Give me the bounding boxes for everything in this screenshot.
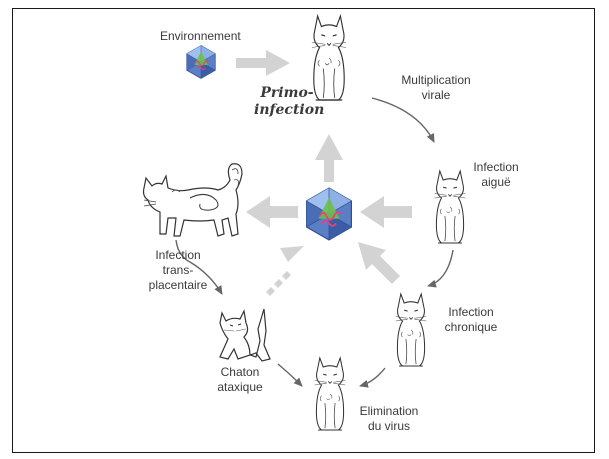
label-chronic-infection: Infection chronique <box>444 305 498 334</box>
arrow-icon-kitten-to-elim <box>277 363 303 387</box>
arrow-icon-mult-to-acute <box>371 97 435 143</box>
cat-icon-elimination <box>314 357 346 431</box>
virus-icon-environment <box>186 44 216 80</box>
arrow-icon-chronic-to-elim <box>359 367 386 388</box>
cat-icon-transplacental <box>142 163 243 237</box>
arrow-icon-trans-to-kitten <box>175 239 223 295</box>
arrow-icon-center-to-left <box>246 196 298 228</box>
arrow-icon-center-up <box>315 134 343 182</box>
label-acute-infection: Infection aiguë <box>473 160 519 189</box>
cat-icon-chronic <box>395 293 427 367</box>
label-virus-elimination: Elimination du virus <box>359 404 419 433</box>
label-multiplication: Multiplication virale <box>401 73 471 102</box>
diagram-frame <box>12 8 595 453</box>
arrow-icon-env-to-primo <box>236 50 290 76</box>
label-environment: Environnement <box>160 29 241 43</box>
cat-icon-acute <box>434 170 466 244</box>
cat-icon-kitten <box>219 308 271 362</box>
label-primo-infection: Primo- infection <box>254 85 325 118</box>
arrow-icon-chronic-to-center <box>358 242 400 284</box>
label-ataxic-kitten: Chaton ataxique <box>217 365 263 394</box>
thick-arrows <box>236 50 412 284</box>
arrow-icon-center-to-kitten <box>266 246 304 296</box>
virus-icon-center <box>305 187 353 241</box>
thin-arrows <box>175 97 454 388</box>
arrow-icon-acute-to-chronic <box>427 249 454 288</box>
arrow-icon-acute-to-center <box>360 196 412 228</box>
label-transplacental: Infection trans- placentaire <box>148 248 208 292</box>
